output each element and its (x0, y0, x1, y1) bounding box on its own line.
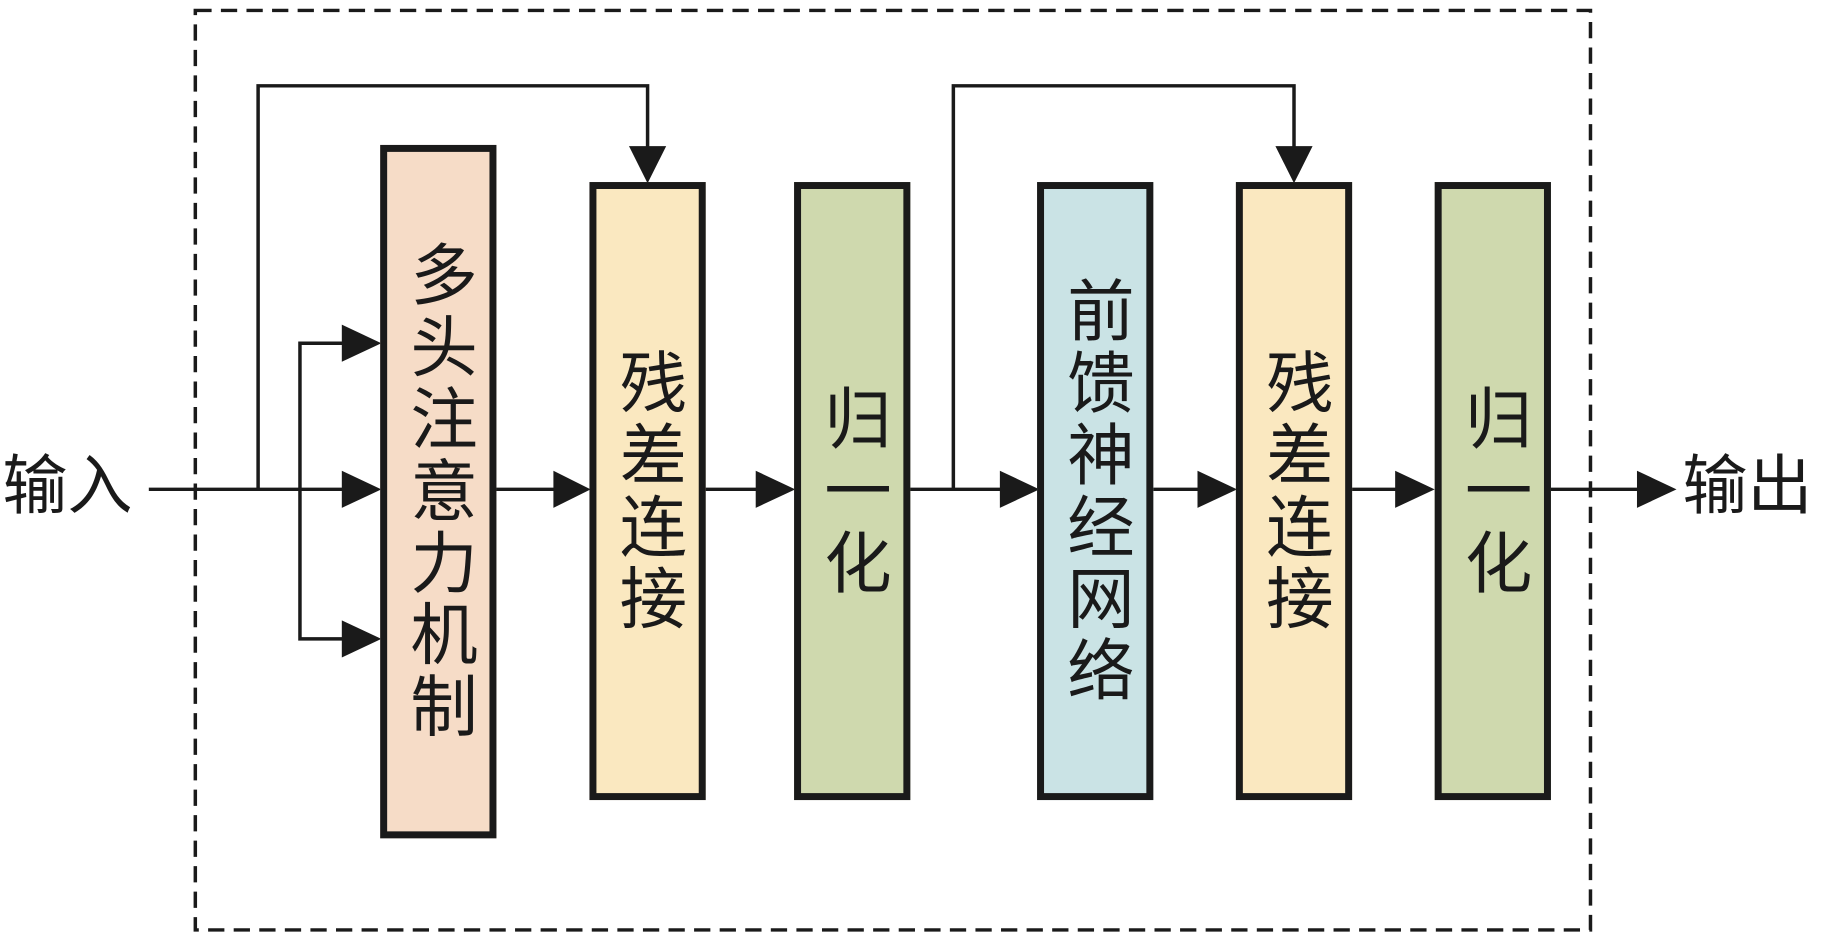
block-label: 残差连接 (1254, 347, 1334, 635)
output-label: 输出 (1682, 448, 1813, 525)
feed-forward-network-block: 前馈神经网络 (1037, 182, 1154, 801)
block-label: 归一化 (812, 383, 892, 599)
block-label: 归一化 (1453, 383, 1533, 599)
arrow-head-skip-1 (628, 146, 667, 184)
arrow-head-k (341, 470, 382, 508)
arrow-head-norm1 (755, 470, 796, 508)
block-label: 前馈神经网络 (1055, 275, 1135, 707)
normalization-block-1: 归一化 (794, 182, 911, 801)
arrow-head-output (1636, 470, 1677, 508)
arrow-head-norm2 (1395, 470, 1435, 508)
branch-v (298, 489, 345, 641)
normalization-block-2: 归一化 (1434, 182, 1551, 801)
multi-head-attention-block: 多头注意力机制 (380, 144, 497, 839)
arrow-head-ffn (999, 470, 1040, 508)
arrow-head-skip-2 (1275, 146, 1313, 184)
input-label: 输入 (2, 448, 133, 525)
residual-connection-block-2: 残差连接 (1235, 182, 1353, 801)
arrow-head-add1 (553, 470, 591, 508)
residual-connection-block-1: 残差连接 (589, 182, 706, 801)
skip-connection-2 (951, 84, 1296, 490)
arrow-head-v (341, 620, 382, 658)
block-label: 多头注意力机制 (398, 240, 478, 744)
arrow-head-add2 (1197, 470, 1238, 508)
branch-q (298, 341, 345, 490)
arrow-head-q (341, 324, 382, 362)
block-label: 残差连接 (608, 347, 688, 635)
skip-connection-1 (256, 84, 650, 490)
encoder-boundary (193, 8, 1593, 932)
